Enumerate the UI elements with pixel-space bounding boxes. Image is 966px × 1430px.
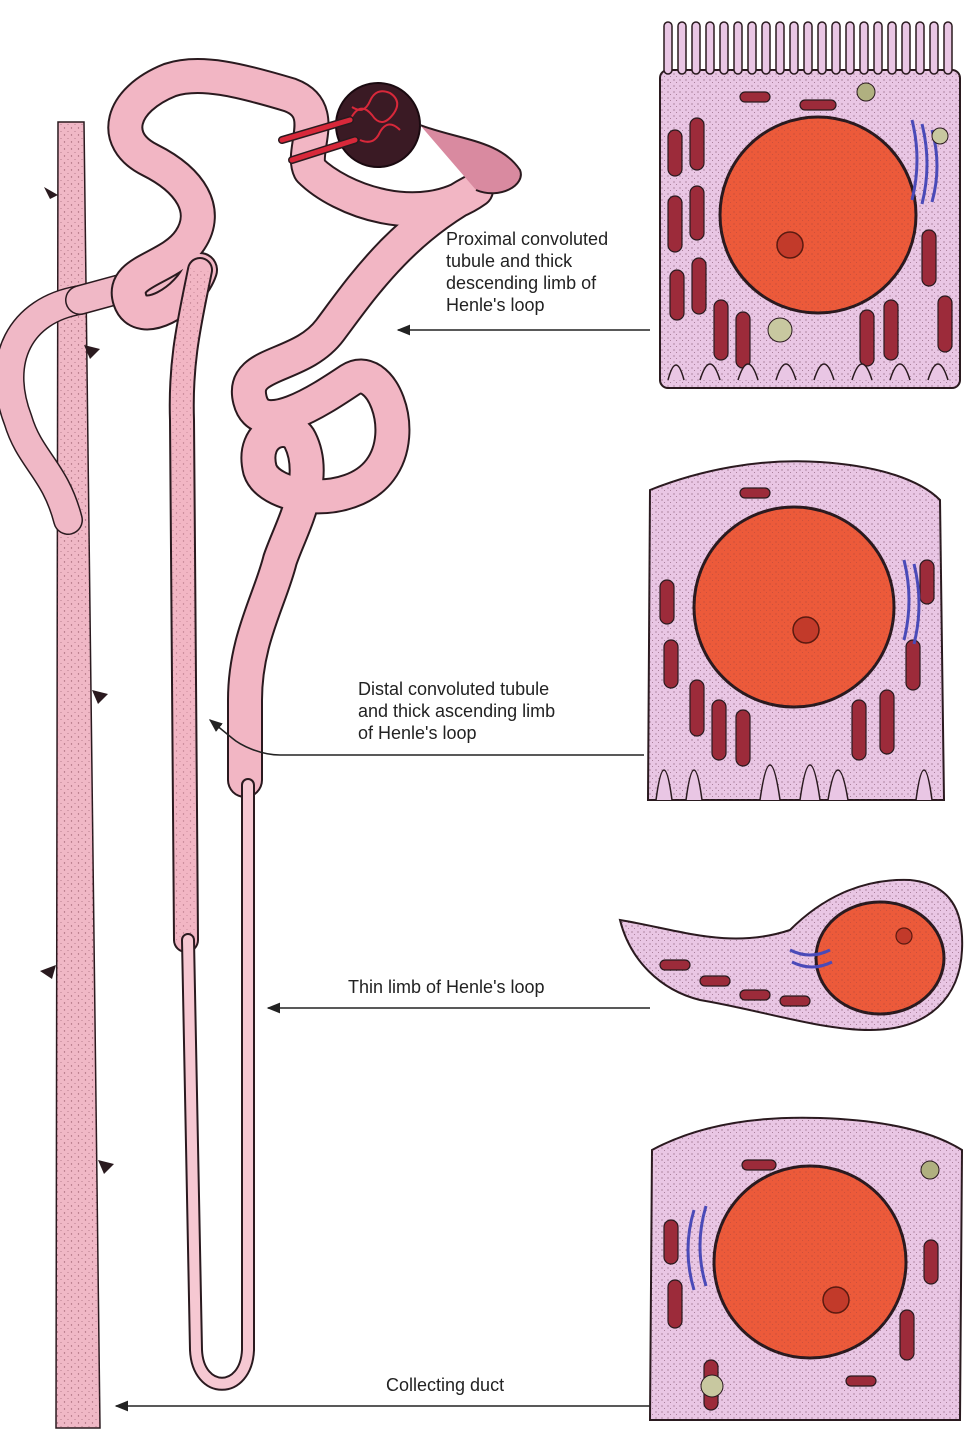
thin-limb-cell [620,880,962,1030]
collecting-duct-cell [650,1118,962,1420]
label-proximal: Proximal convoluted tubule and thick des… [446,228,608,316]
label-distal: Distal convoluted tubule and thick ascen… [358,678,555,744]
label-thin: Thin limb of Henle's loop [348,976,545,998]
distal-tubule-cell [648,461,944,800]
proximal-tubule-cell [660,22,960,388]
label-collecting: Collecting duct [386,1374,504,1396]
